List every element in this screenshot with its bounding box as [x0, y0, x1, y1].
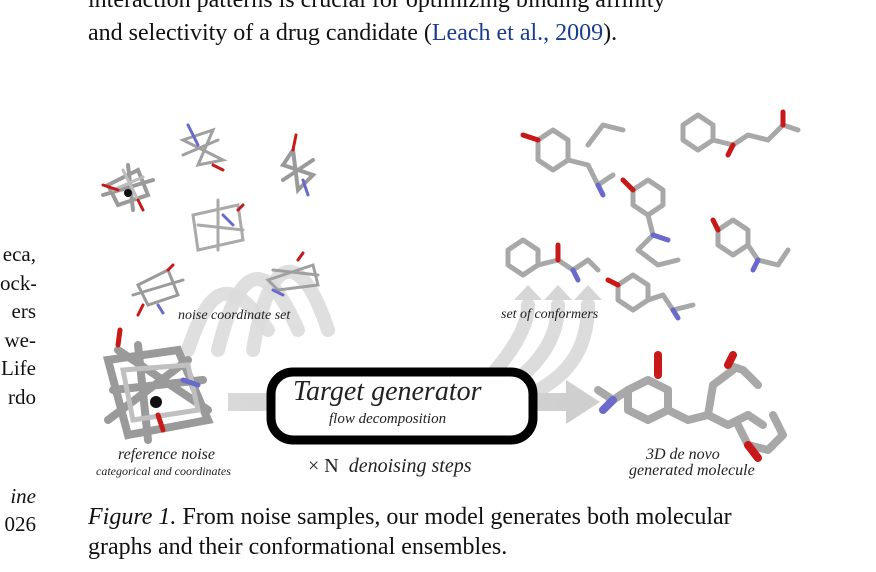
generator-box: [266, 367, 538, 445]
citation-author[interactable]: Leach et al.: [431, 20, 544, 46]
arrowhead: [514, 285, 542, 300]
caption-line-1: Figure 1. From noise samples, our model …: [88, 502, 732, 532]
left-column-fragment-2: ine 026: [0, 482, 37, 538]
left-fragment-line: Life: [1, 356, 36, 381]
left-fragment-line: rdo: [8, 384, 36, 409]
left-fragment-line: we-: [4, 327, 36, 352]
left-fragment-line: ine: [10, 484, 36, 508]
figure-illustration: [101, 109, 801, 462]
main-arrow-head: [566, 380, 600, 424]
left-column-fragment: eca, ock- ers we- Life rdo: [0, 240, 36, 412]
steps-text: denoising steps: [348, 455, 472, 477]
output-label-line2: generated molecule: [629, 462, 755, 479]
left-fragment-line: 026: [4, 512, 37, 536]
citation-link[interactable]: Leach et al., 2009: [432, 20, 603, 46]
body-line-2-end: ).: [603, 20, 618, 46]
citation-year[interactable]: 2009: [555, 20, 604, 46]
noise-set-label: noise coordinate set: [178, 308, 291, 323]
arrowhead: [544, 285, 572, 300]
body-line-2-text: and selectivity of a drug candidate (: [88, 20, 432, 46]
generator-subtitle: flow decomposition: [329, 411, 447, 427]
citation-separator: ,: [543, 20, 556, 46]
body-line-2: and selectivity of a drug candidate (Lea…: [88, 17, 665, 50]
conformers-label: set of conformers: [501, 307, 599, 322]
caption-line-2: graphs and their conformational ensemble…: [88, 534, 508, 560]
denoising-steps-label: × N denoising steps: [308, 455, 472, 478]
generated-molecule: [594, 351, 787, 462]
generator-title: Target generator: [293, 376, 482, 407]
figure-1: noise coordinate set set of conformers r…: [88, 100, 808, 490]
left-fragment-line: ers: [11, 299, 37, 324]
noise-cluster: [101, 123, 320, 317]
conformer-set: [505, 109, 801, 321]
left-fragment-line: eca,: [2, 242, 36, 266]
steps-multiplier: × N: [308, 455, 339, 477]
figure-caption: Figure 1. From noise samples, our model …: [88, 502, 732, 562]
caption-text-1: From noise samples, our model generates …: [182, 504, 732, 530]
body-paragraph: interaction patterns is crucial for opti…: [88, 0, 665, 50]
output-label-line1: 3D de novo: [646, 446, 720, 463]
body-line-1: interaction patterns is crucial for opti…: [88, 0, 666, 13]
reference-noise-sublabel: categorical and coordinates: [96, 464, 231, 478]
reference-noise-label: reference noise: [118, 446, 215, 463]
arrowhead: [574, 285, 602, 300]
caption-label: Figure 1.: [88, 504, 177, 530]
left-fragment-line: ock-: [0, 270, 36, 295]
reference-noise-cluster: [102, 327, 214, 444]
